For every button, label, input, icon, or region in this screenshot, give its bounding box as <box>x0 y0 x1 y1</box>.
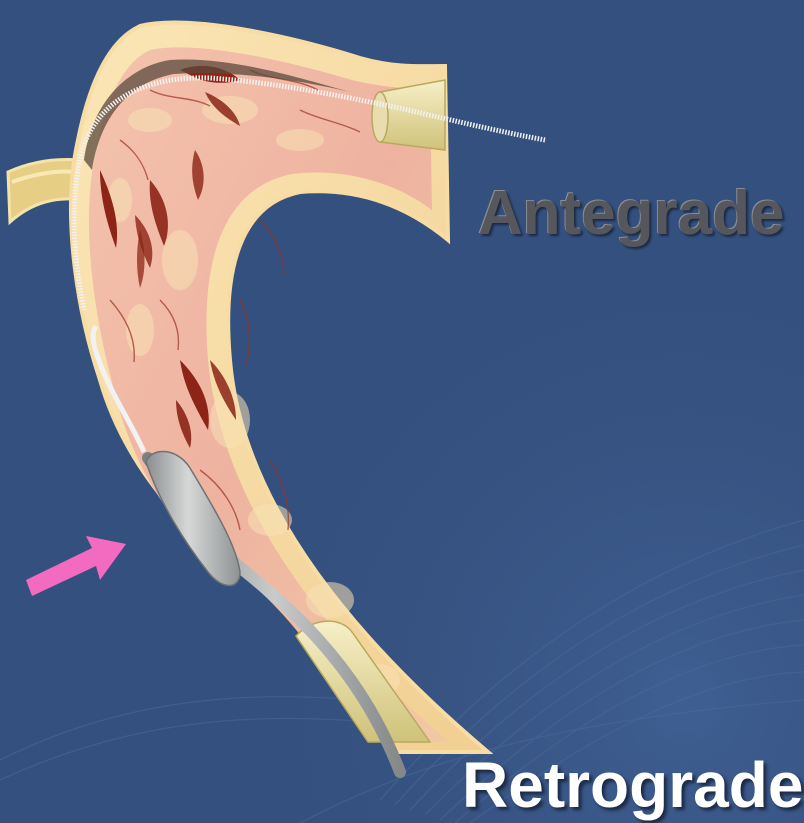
antegrade-label: Antegrade <box>478 178 785 249</box>
retrograde-label: Retrograde <box>462 748 803 822</box>
